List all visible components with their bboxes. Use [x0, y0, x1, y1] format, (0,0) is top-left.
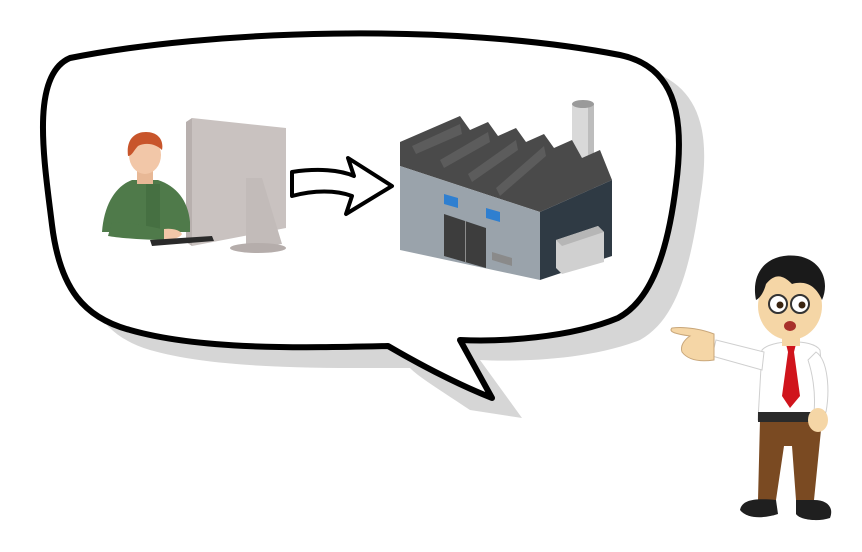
- right-shoe: [796, 500, 832, 521]
- pants: [758, 420, 822, 500]
- pointing-arm: [711, 339, 765, 371]
- presenter-character: [670, 255, 832, 521]
- face: [758, 272, 822, 340]
- computer-user-figure: [102, 118, 286, 253]
- factory-window: [486, 208, 500, 222]
- hair: [754, 255, 825, 300]
- monitor-stand: [240, 178, 282, 250]
- hand: [164, 228, 182, 240]
- pointing-hand: [670, 327, 715, 362]
- right-hand: [808, 408, 828, 432]
- keyboard: [150, 236, 214, 246]
- left-shoe: [740, 499, 778, 518]
- arm: [108, 222, 166, 240]
- factory-building: [400, 100, 612, 280]
- hair: [127, 132, 163, 156]
- right-arrow-icon: [290, 156, 394, 216]
- belt: [758, 412, 826, 422]
- mouth: [784, 321, 796, 331]
- monitor-base: [230, 243, 286, 253]
- factory-roof: [400, 116, 612, 212]
- necktie: [782, 344, 800, 408]
- shirt-shade: [146, 184, 160, 232]
- factory-window: [444, 194, 458, 208]
